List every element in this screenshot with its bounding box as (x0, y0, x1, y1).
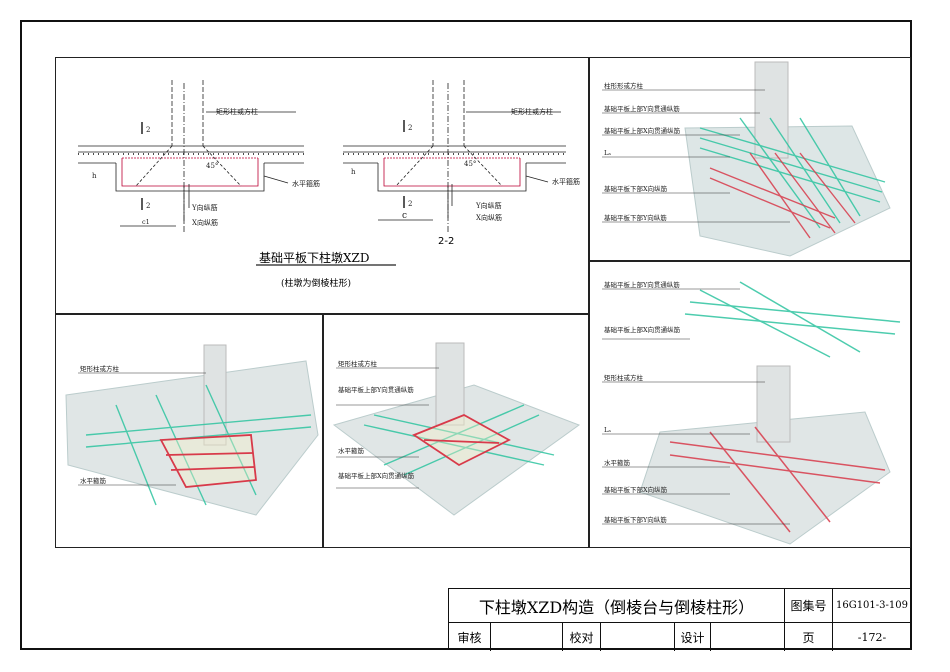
section-title: 2-2 (438, 236, 454, 247)
iso-view-bottom-mid: 矩形柱或方柱 基础平板上部Y向贯通纵筋 水平箍筋 基础平板上部X向贯通纵筋 (323, 314, 589, 548)
section-mark-bottom-left: 2 (146, 202, 150, 210)
check-value (601, 623, 675, 651)
dim-h-right: h (351, 168, 356, 176)
bm-label-3: 基础平板上部X向贯通纵筋 (338, 471, 415, 480)
section-mark-bottom-right: 2 (408, 200, 412, 208)
angle-left: 45° (206, 162, 218, 170)
label-x-bar-right: X向纵筋 (476, 213, 502, 222)
label-x-bar-left: X向纵筋 (192, 218, 218, 227)
bl-label-1: 水平箍筋 (80, 476, 107, 485)
label-stirrup-left: 水平箍筋 (292, 179, 320, 188)
tr-label-3: Lₐ (604, 149, 611, 157)
section-drawing-panel: 2 2 2 2 矩形柱或方柱 矩形柱或方柱 水平箍筋 水平箍筋 Y向纵筋 X向纵… (55, 57, 589, 314)
label-y-bar-left: Y向纵筋 (191, 203, 218, 212)
review-label: 审核 (449, 623, 491, 651)
dim-h-left: h (92, 172, 97, 180)
tr-label-5: 基础平板下部Y向纵筋 (604, 213, 667, 222)
dim-c1: c1 (142, 218, 150, 226)
title-block: 下柱墩XZD构造（倒棱台与倒棱柱形） 图集号 16G101-3-109 审核 校… (448, 588, 910, 651)
br-label-2: 矩形柱或方柱 (604, 373, 644, 382)
iso-view-bottom-left: 矩形柱或方柱 水平箍筋 (55, 314, 323, 548)
bl-label-0: 矩形柱或方柱 (80, 364, 120, 373)
label-column-right: 矩形柱或方柱 (511, 107, 553, 116)
dim-c: c (402, 211, 407, 221)
iso-view-bottom-right: 基础平板上部Y向贯通纵筋 基础平板上部X向贯通纵筋 矩形柱或方柱 Lₐ 水平箍筋… (589, 261, 911, 548)
iso-view-top-right: 柱形形或方柱 基础平板上部Y向贯通纵筋 基础平板上部X向贯通纵筋 Lₐ 基础平板… (589, 57, 911, 261)
angle-right: 45° (464, 160, 476, 168)
br-label-4: 水平箍筋 (604, 458, 631, 467)
br-label-0: 基础平板上部Y向贯通纵筋 (604, 280, 680, 289)
br-label-1: 基础平板上部X向贯通纵筋 (604, 325, 681, 334)
atlas-value: 16G101-3-109 (835, 600, 908, 611)
atlas-label: 图集号 (785, 589, 833, 622)
design-label: 设计 (675, 623, 711, 651)
label-y-bar-right: Y向纵筋 (475, 201, 502, 210)
drawing-title: 基础平板下柱墩XZD (259, 250, 370, 265)
page-value: -172- (857, 630, 887, 644)
tr-label-0: 柱形形或方柱 (604, 81, 644, 90)
br-label-6: 基础平板下部Y向纵筋 (604, 515, 667, 524)
br-label-5: 基础平板下部X向纵筋 (604, 485, 668, 494)
bm-label-2: 水平箍筋 (338, 446, 365, 455)
section-mark-top-left: 2 (146, 126, 150, 134)
br-label-3: Lₐ (604, 426, 611, 434)
bm-label-0: 矩形柱或方柱 (338, 359, 378, 368)
tr-label-1: 基础平板上部Y向贯通纵筋 (604, 104, 680, 113)
page-label: 页 (785, 623, 833, 651)
drawing-frame (20, 20, 912, 650)
check-label: 校对 (563, 623, 601, 651)
review-value (491, 623, 563, 651)
tr-label-4: 基础平板下部X向纵筋 (604, 184, 668, 193)
design-value (711, 623, 785, 651)
section-drawing-svg: 2 2 2 2 矩形柱或方柱 矩形柱或方柱 水平箍筋 水平箍筋 Y向纵筋 X向纵… (78, 80, 580, 289)
label-stirrup-right: 水平箍筋 (552, 177, 580, 186)
label-column-left: 矩形柱或方柱 (216, 107, 258, 116)
tr-label-2: 基础平板上部X向贯通纵筋 (604, 126, 681, 135)
drawing-title-cell: 下柱墩XZD构造（倒棱台与倒棱柱形） (449, 589, 785, 622)
bm-label-1: 基础平板上部Y向贯通纵筋 (338, 385, 414, 394)
section-mark-top-right: 2 (408, 124, 412, 132)
drawing-subtitle: (柱墩为倒棱柱形) (281, 277, 351, 289)
